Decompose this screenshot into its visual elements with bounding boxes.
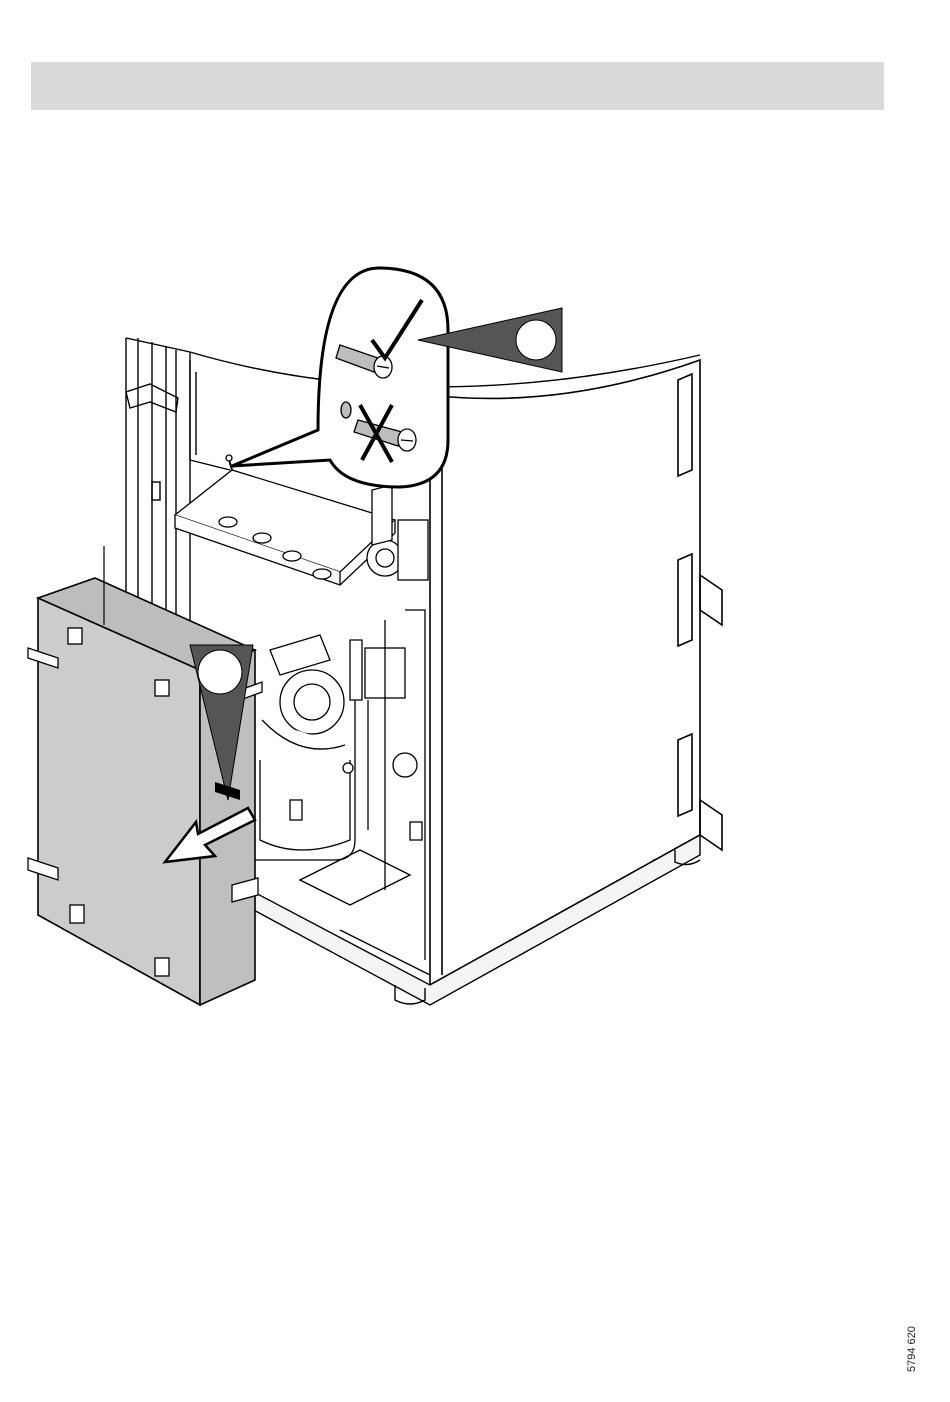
document-number: 5794 620 (906, 1326, 918, 1372)
step-marker-1 (516, 320, 556, 360)
step-marker-2 (198, 650, 242, 694)
side-panel (430, 360, 722, 985)
